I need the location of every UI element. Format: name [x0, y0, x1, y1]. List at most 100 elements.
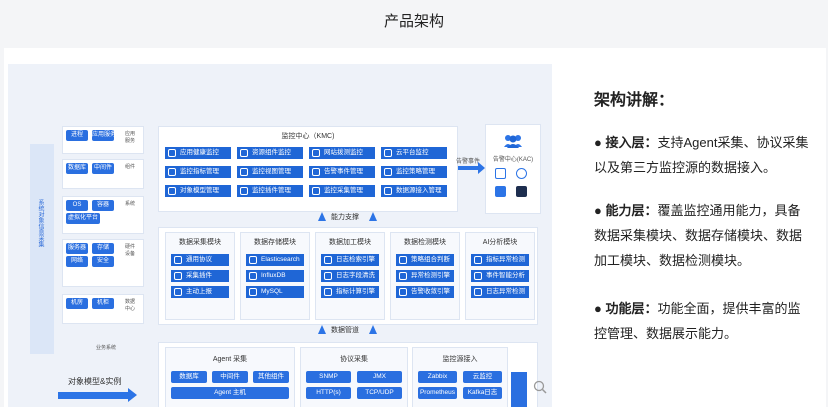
support-icon [516, 168, 527, 179]
module-item-label: 指标异常检测 [486, 256, 525, 263]
phone-icon [495, 168, 506, 179]
module-item-label: 策略组合判断 [411, 256, 450, 263]
module-item-icon [174, 256, 182, 264]
left-group-item: OS [66, 200, 88, 211]
module-item-icon [174, 288, 182, 296]
explain-bullet: ● [594, 135, 606, 150]
kmc-button-icon [240, 168, 248, 176]
kmc-button[interactable]: 监控插件管理 [237, 185, 303, 197]
kmc-button-label: 对象模型管理 [180, 187, 219, 194]
module-item-icon [249, 272, 257, 280]
module-item-label: MySQL [261, 288, 283, 295]
ingestion-item: Prometheus [418, 387, 457, 399]
left-vertical-bar-label: 系统对象信息采集 [37, 199, 43, 247]
module-item-label: InfluxDB [261, 272, 286, 279]
ingestion-title: Agent 采集 [212, 356, 248, 363]
explain-point-text: 支持Agent采集、协议采集以及第三方监控源的数据接入。 [594, 135, 809, 175]
explain-bullet: ● [594, 301, 606, 316]
zoom-icon[interactable] [533, 380, 547, 394]
object-model-arrow [58, 392, 130, 399]
left-group-item: 存储 [92, 243, 114, 254]
kmc-button-icon [168, 149, 176, 157]
ingestion-item: 其他组件 [253, 371, 289, 383]
module-item-label: 日志检索引擎 [336, 256, 375, 263]
ingestion-item: 云监控 [463, 371, 502, 383]
left-group-item: 中间件 [92, 163, 114, 174]
kmc-button[interactable]: 对象模型管理 [165, 185, 231, 197]
explain-bullet: ● [594, 203, 606, 218]
ingestion-title: 协议采集 [340, 356, 368, 363]
kmc-button-icon [240, 187, 248, 195]
module-item-icon [399, 288, 407, 296]
explain-point-text: 覆盖监控通用能力，具备数据采集模块、数据存储模块、数据加工模块、数据检测模块。 [594, 203, 803, 268]
alert-arrow-head [478, 162, 485, 174]
module-item-icon [399, 256, 407, 264]
kmc-button-label: 应用健康监控 [180, 149, 219, 156]
alert-event-label: 告警事件 [456, 159, 481, 165]
alert-arrow [458, 166, 480, 170]
module-item-icon [474, 256, 482, 264]
module-item[interactable]: MySQL [246, 286, 304, 298]
module-item[interactable]: 日志异常检测 [471, 286, 529, 298]
object-model-label: 对象模型&实例 [68, 377, 122, 386]
page-title: 产品架构 [383, 13, 444, 30]
kmc-button-icon [312, 149, 320, 157]
module-item[interactable]: 事件智能分析 [471, 270, 529, 282]
module-item-icon [249, 256, 257, 264]
left-group-item: 进程 [66, 130, 88, 141]
kmc-button[interactable]: 告警事件管理 [309, 166, 375, 178]
capability-arrow-right [369, 212, 377, 221]
ingestion-item: SNMP [306, 371, 351, 383]
module-item-label: 指标计算引擎 [336, 288, 375, 295]
kmc-button-icon [384, 187, 392, 195]
module-item-label: 事件智能分析 [486, 272, 525, 279]
ingestion-item: Kafka日志 [463, 387, 502, 399]
module-item-label: Elasticsearch [261, 256, 300, 263]
module-item-label: 采集插件 [186, 272, 212, 279]
explain-point-name: 功能层： [605, 301, 658, 316]
kmc-button[interactable]: 监控策略管理 [381, 166, 447, 178]
left-group-label: 组件 [125, 164, 136, 170]
ingestion-item: Zabbix [418, 371, 457, 383]
explain-point-name: 能力层： [605, 203, 658, 218]
kmc-button-label: 数据源接入管理 [396, 187, 442, 194]
ingestion-item: Agent 主机 [171, 387, 289, 399]
kmc-button[interactable]: 资源组件监控 [237, 147, 303, 159]
kmc-button[interactable]: 数据源接入管理 [381, 185, 447, 197]
module-item[interactable]: 指标计算引擎 [321, 286, 379, 298]
kmc-button-label: 云平台监控 [396, 149, 429, 156]
object-model-arrow-head [128, 388, 137, 402]
module-item[interactable]: 采集插件 [171, 270, 229, 282]
kmc-button-icon [240, 149, 248, 157]
left-group-item: 数据库 [66, 163, 88, 174]
module-item-icon [324, 256, 332, 264]
module-item[interactable]: 日志字段清洗 [321, 270, 379, 282]
module-item[interactable]: 异常检测引擎 [396, 270, 454, 282]
module-item[interactable]: Elasticsearch [246, 254, 304, 266]
kmc-button-label: 监控视图管理 [252, 168, 291, 175]
module-item-label: 主动上报 [186, 288, 212, 295]
module-item-label: 日志异常检测 [486, 288, 525, 295]
kmc-button[interactable]: 监控采集管理 [309, 185, 375, 197]
app-icon [495, 186, 506, 197]
left-group-item: 应用服务 [92, 130, 114, 141]
kmc-button[interactable]: 应用健康监控 [165, 147, 231, 159]
module-item[interactable]: 告警收敛引擎 [396, 286, 454, 298]
kmc-button[interactable]: 云平台监控 [381, 147, 447, 159]
kmc-button[interactable]: 网站拨测监控 [309, 147, 375, 159]
module-title: 数据存储模块 [254, 239, 296, 246]
module-item[interactable]: 策略组合判断 [396, 254, 454, 266]
explain-point-text: 功能全面，提供丰富的监控管理、数据展示能力。 [594, 301, 801, 341]
module-item[interactable]: 指标异常检测 [471, 254, 529, 266]
capability-label: 能力支撑 [331, 214, 359, 221]
slack-icon [516, 186, 527, 197]
module-item[interactable]: InfluxDB [246, 270, 304, 282]
module-item[interactable]: 通用协议 [171, 254, 229, 266]
kmc-button[interactable]: 监控视图管理 [237, 166, 303, 178]
module-item[interactable]: 日志检索引擎 [321, 254, 379, 266]
module-item-icon [474, 288, 482, 296]
module-item[interactable]: 主动上报 [171, 286, 229, 298]
kmc-button[interactable]: 监控指标管理 [165, 166, 231, 178]
kmc-button-label: 监控策略管理 [396, 168, 435, 175]
